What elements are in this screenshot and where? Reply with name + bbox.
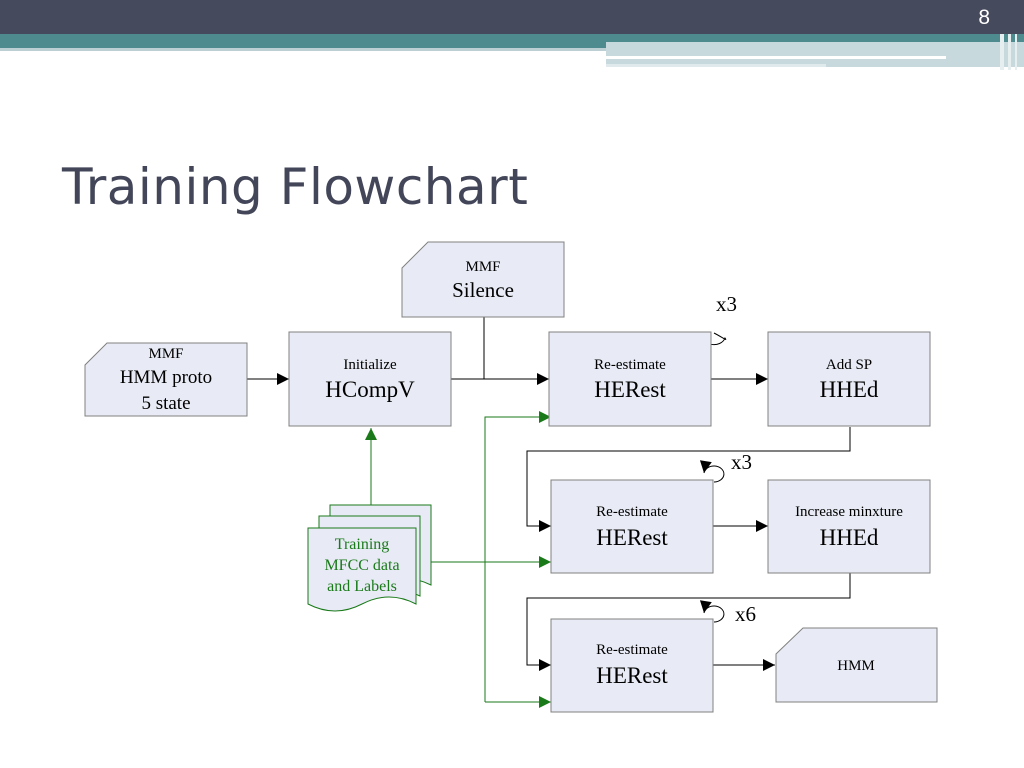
reestimate-3-node: Re-estimate HERest: [550, 618, 714, 713]
loop-arrow-2: [699, 460, 725, 483]
increase-mix-line1: Increase minxture: [795, 504, 903, 520]
reestimate-3-line2: HERest: [596, 663, 668, 688]
mmf-silence-node: MMF Silence: [401, 241, 565, 318]
slide-header-decoration: [0, 0, 1024, 70]
reestimate-1-line1: Re-estimate: [594, 357, 666, 373]
initialize-line1: Initialize: [343, 357, 397, 373]
initialize-line2: HCompV: [325, 377, 415, 402]
training-data-line3: and Labels: [327, 578, 397, 595]
training-data-node: [307, 504, 432, 612]
reestimate-1-line2: HERest: [594, 377, 666, 402]
hmm-output-node: HMM: [775, 627, 938, 703]
reestimate-2-line2: HERest: [596, 525, 668, 550]
add-sp-node: Add SP HHEd: [767, 331, 931, 427]
mmf-proto-line1: MMF: [148, 346, 183, 362]
add-sp-line2: HHEd: [820, 377, 879, 402]
loop-arrow-3: [699, 600, 725, 623]
mmf-proto-line3: 5 state: [141, 393, 190, 414]
loop-label-1: x3: [716, 292, 737, 316]
mmf-silence-line1: MMF: [465, 259, 500, 275]
increase-mixture-node: Increase minxture HHEd: [767, 479, 931, 574]
slide-title: Training Flowchart: [62, 158, 529, 216]
mmf-proto-node: MMF HMM proto 5 state: [84, 342, 248, 417]
arrow-add-sp-to-reestimate-2: [526, 427, 851, 532]
increase-mix-line2: HHEd: [820, 525, 879, 550]
hmm-output-label: HMM: [837, 658, 875, 674]
arrow-training-to-reestimate-1: [484, 411, 551, 702]
add-sp-line1: Add SP: [826, 357, 872, 373]
training-data-line1: Training: [335, 536, 390, 553]
initialize-hcompv-node: Initialize HCompV: [288, 331, 452, 427]
mmf-proto-line2: HMM proto: [120, 367, 212, 388]
loop-label-2: x3: [731, 450, 752, 474]
reestimate-1-node: Re-estimate HERest: [548, 331, 712, 427]
training-data-line2: MFCC data: [324, 557, 399, 574]
slide-number: 8: [978, 6, 990, 29]
reestimate-3-line1: Re-estimate: [596, 642, 668, 658]
reestimate-2-line1: Re-estimate: [596, 504, 668, 520]
reestimate-2-node: Re-estimate HERest: [550, 479, 714, 574]
loop-label-3: x6: [735, 602, 756, 626]
arrow-increase-mix-to-reestimate-3: [526, 573, 851, 671]
mmf-silence-line2: Silence: [452, 278, 514, 302]
